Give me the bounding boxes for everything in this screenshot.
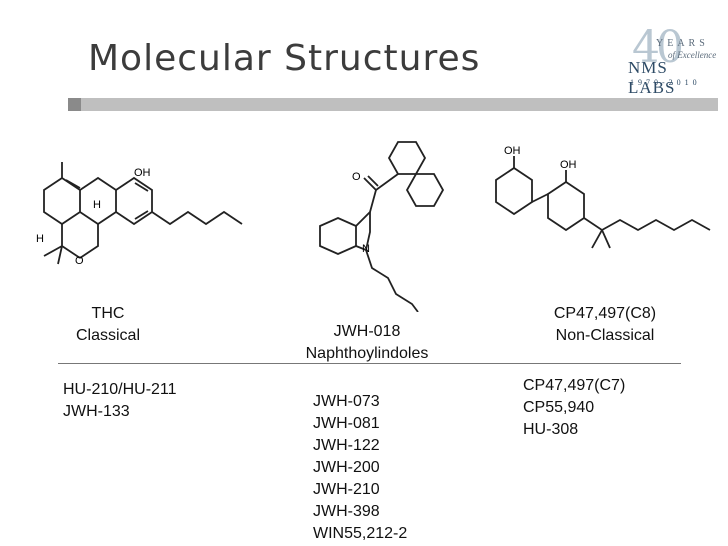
cp47497-oh-label-2: OH xyxy=(560,159,577,171)
list-item: JWH-200 xyxy=(313,459,380,476)
thc-structure: OH H H O xyxy=(30,150,250,280)
list-item: JWH-073 xyxy=(313,393,380,410)
jwh018-o-label: O xyxy=(352,171,361,183)
thc-o-label: O xyxy=(75,255,84,267)
title-divider-bar xyxy=(68,98,718,111)
list-item: JWH-122 xyxy=(313,437,380,454)
cp47497-class-label: Non-Classical xyxy=(555,327,655,344)
section-divider xyxy=(58,363,681,364)
list-item: JWH-081 xyxy=(313,415,380,432)
list-item: JWH-398 xyxy=(313,503,380,520)
jwh018-class-label: Naphthoylindoles xyxy=(305,345,429,362)
cp47497-structure: OH OH xyxy=(480,140,720,270)
logo-40: 40 xyxy=(632,22,684,73)
logo-name: NMS LABS xyxy=(628,58,676,97)
list-item: CP55,940 xyxy=(523,399,595,416)
slide-title: Molecular Structures xyxy=(88,38,481,79)
jwh018-n-label: N xyxy=(362,243,370,255)
naphthoylindole-compound-list: JWH-073 JWH-081 JWH-122 JWH-200 JWH-210 … xyxy=(313,391,407,545)
list-item: HU-308 xyxy=(523,421,579,438)
non-classical-compound-list: CP47,497(C7) CP55,940 HU-308 xyxy=(523,375,625,441)
list-item: HU-210/HU-211 xyxy=(63,381,177,398)
title-divider-square xyxy=(68,98,81,111)
logo-tagline: of Excellence xyxy=(668,50,717,60)
list-item: WIN55,212-2 xyxy=(313,525,408,542)
nms-labs-logo: 40 YEARS of Excellence NMS LABS 1970-201… xyxy=(628,22,720,97)
thc-oh-label: OH xyxy=(134,167,151,179)
thc-name-label: THC xyxy=(91,305,125,322)
jwh018-name-label: JWH-018 xyxy=(333,323,401,340)
thc-class-label: Classical xyxy=(75,327,140,344)
thc-h-label-2: H xyxy=(36,233,44,245)
jwh018-structure: O N xyxy=(290,132,460,312)
logo-years: YEARS xyxy=(656,38,709,49)
list-item: JWH-210 xyxy=(313,481,380,498)
list-item: CP47,497(C7) xyxy=(523,377,626,394)
thc-h-label-1: H xyxy=(93,199,101,211)
classical-compound-list: HU-210/HU-211 JWH-133 xyxy=(63,379,177,423)
cp47497-name-label: CP47,497(C8) xyxy=(553,305,657,322)
list-item: JWH-133 xyxy=(63,403,130,420)
cp47497-oh-label-1: OH xyxy=(504,145,521,157)
logo-year-range: 1970-2010 xyxy=(630,78,701,87)
